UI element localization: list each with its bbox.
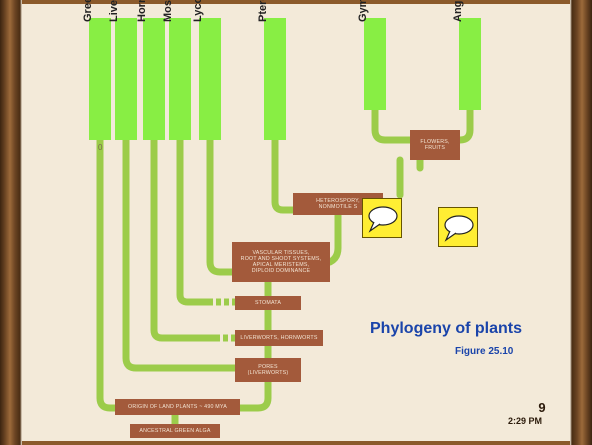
figure-caption: Figure 25.10	[455, 346, 514, 357]
box-ancestral-green-alga: ANCESTRAL GREEN ALGA	[130, 424, 220, 438]
small-mark: 0	[98, 143, 103, 152]
page-number: 9	[538, 400, 546, 415]
box-heterospory: HETEROSPORY, NONMOTILE S	[293, 193, 383, 215]
box-origin-land-plants: ORIGIN OF LAND PLANTS ~ 490 MYA	[115, 399, 240, 415]
trunk-lower	[236, 378, 272, 412]
branch-pterophytes	[271, 136, 304, 214]
taxon-label-hornworts: Hornworts	[136, 0, 165, 140]
branch-lycophytes	[206, 136, 236, 276]
speech-bubble-icon	[368, 206, 398, 233]
taxon-label-mosses: Mosses	[162, 0, 191, 140]
taxon-label-liverworts: Liverworts	[108, 0, 137, 140]
slide-bottom-border	[22, 441, 570, 445]
box-stomata: STOMATA	[235, 296, 301, 310]
box-pores: PORES (LIVERWORTS)	[235, 358, 301, 382]
branch-green-algae	[96, 136, 119, 412]
box-flowers-fruits: FLOWERS, FRUITS	[410, 130, 460, 160]
branch-hornworts	[150, 136, 219, 342]
speech-bubble-icon[interactable]	[362, 198, 402, 238]
branch-mosses	[176, 136, 212, 306]
taxon-label-lycophytes: Lycophytes	[192, 0, 221, 140]
branch-angiosperms	[431, 106, 474, 144]
trunk-upper	[326, 211, 342, 266]
box-liverworts-hornworts: LIVERWORTS, HORNWORTS	[235, 330, 323, 346]
taxon-label-pterophytes: Pterophytes	[257, 0, 286, 140]
speech-bubble-icon	[444, 215, 474, 242]
slide-top-border	[22, 0, 570, 4]
slide-time: 2:29 PM	[508, 416, 543, 426]
speech-bubble-icon[interactable]	[438, 207, 478, 247]
taxon-label-gymnosperms: Gymnosperms	[357, 0, 386, 110]
branch-liverworts	[122, 136, 239, 372]
slide-title: Phylogeny of plants	[370, 320, 523, 337]
taxon-label-green-algae: Green algae	[82, 0, 111, 140]
taxon-label-angiosperms: Angiosperms	[452, 0, 481, 110]
box-vascular-tissues: VASCULAR TISSUES, ROOT AND SHOOT SYSTEMS…	[232, 242, 330, 282]
